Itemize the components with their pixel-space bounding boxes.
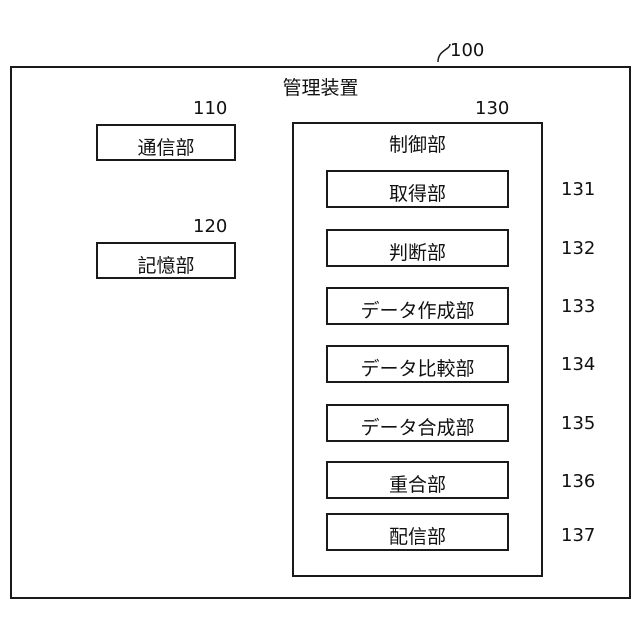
unit-box-acquisition: 取得部 xyxy=(326,170,509,208)
unit-label: 配信部 xyxy=(328,522,507,549)
unit-box-judgment: 判断部 xyxy=(326,229,509,267)
unit-ref: 131 xyxy=(561,179,595,200)
comm-label: 通信部 xyxy=(98,133,234,160)
unit-box-data-creation: データ作成部 xyxy=(326,287,509,325)
unit-ref: 137 xyxy=(561,525,595,546)
unit-box-distribution: 配信部 xyxy=(326,513,509,551)
unit-label: 判断部 xyxy=(328,238,507,265)
unit-label: データ合成部 xyxy=(328,413,507,440)
unit-ref: 134 xyxy=(561,354,595,375)
unit-ref: 132 xyxy=(561,238,595,259)
unit-ref: 135 xyxy=(561,413,595,434)
unit-box-data-synthesis: データ合成部 xyxy=(326,404,509,442)
storage-ref: 120 xyxy=(193,216,227,237)
unit-label: データ比較部 xyxy=(328,354,507,381)
unit-box-superposition: 重合部 xyxy=(326,461,509,499)
control-ref: 130 xyxy=(475,98,509,119)
unit-label: 重合部 xyxy=(328,470,507,497)
comm-box: 通信部 xyxy=(96,124,236,161)
storage-box: 記憶部 xyxy=(96,242,236,279)
unit-label: データ作成部 xyxy=(328,296,507,323)
unit-ref: 136 xyxy=(561,471,595,492)
unit-ref: 133 xyxy=(561,296,595,317)
unit-box-data-comparison: データ比較部 xyxy=(326,345,509,383)
device-ref: 100 xyxy=(450,40,484,61)
control-label: 制御部 xyxy=(294,130,541,157)
device-label: 管理装置 xyxy=(10,73,631,100)
leader-100 xyxy=(438,44,450,62)
comm-ref: 110 xyxy=(193,98,227,119)
unit-label: 取得部 xyxy=(328,179,507,206)
storage-label: 記憶部 xyxy=(98,251,234,278)
